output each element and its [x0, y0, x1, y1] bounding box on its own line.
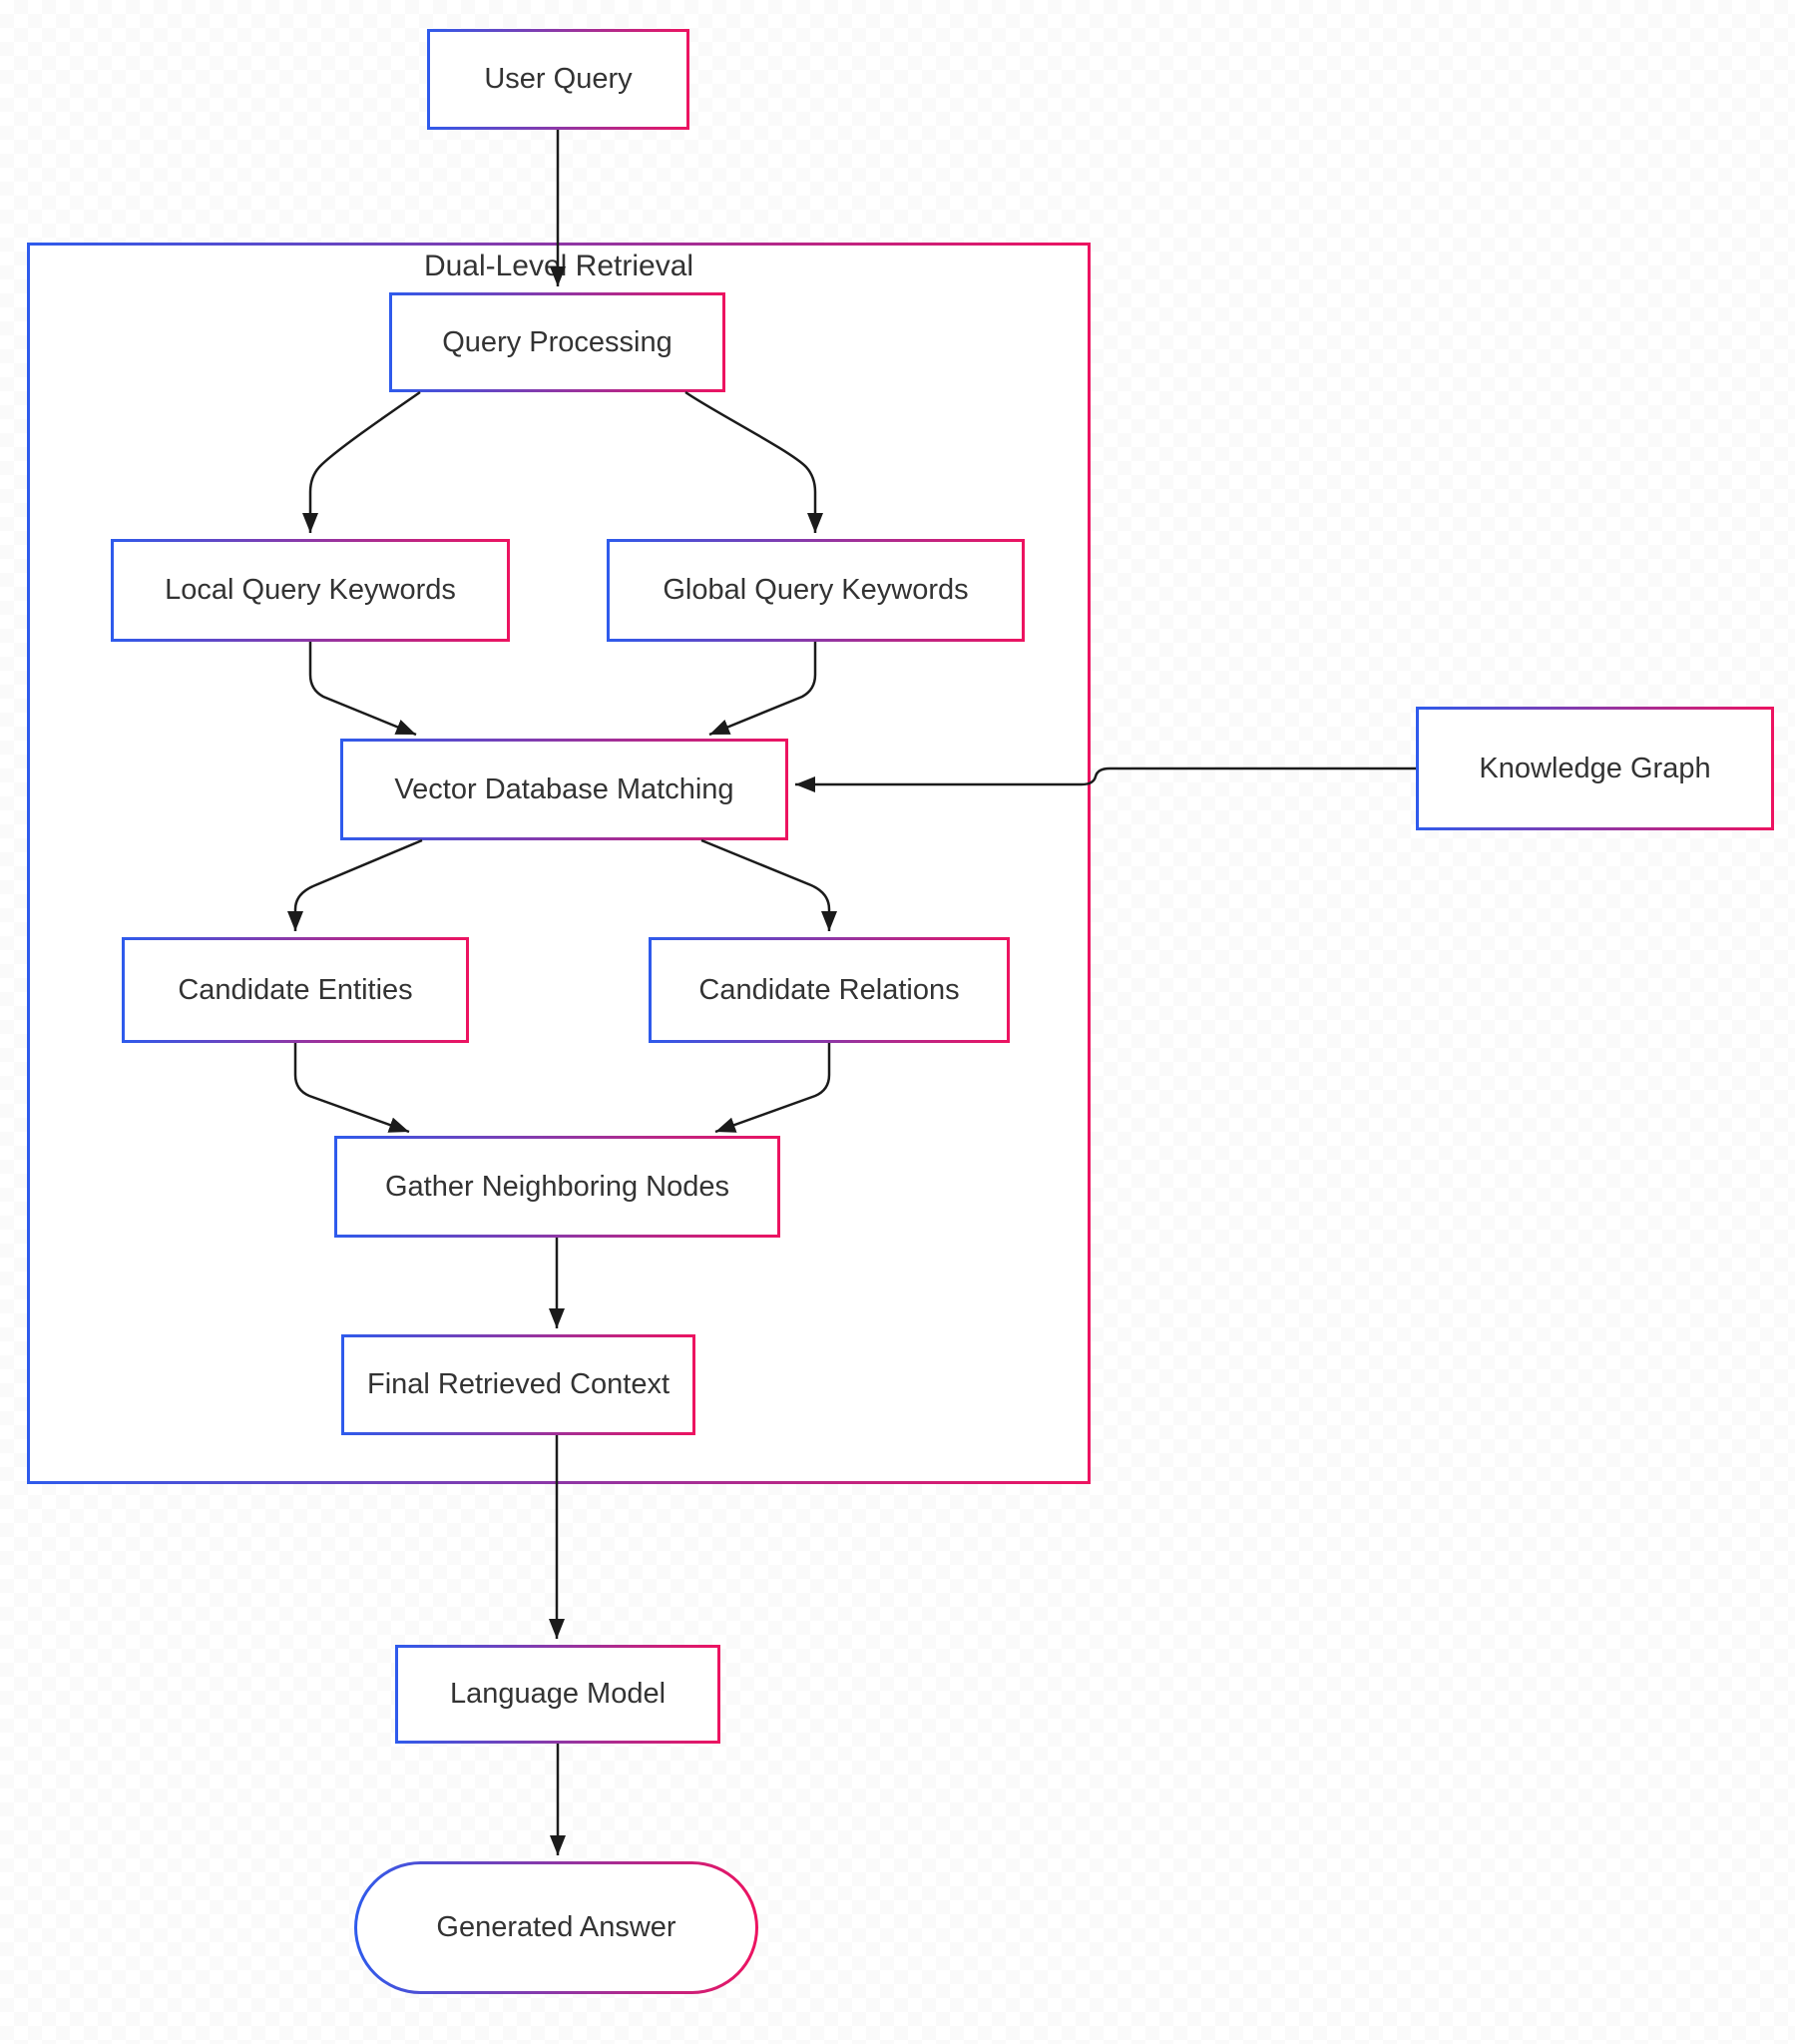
- node-knowledge-graph: Knowledge Graph: [1416, 707, 1774, 830]
- dual-level-retrieval-container: Dual-Level Retrieval: [27, 243, 1091, 1484]
- node-global-query-keywords-label: Global Query Keywords: [663, 574, 969, 606]
- node-vector-database-matching: Vector Database Matching: [340, 739, 788, 840]
- node-gather-neighboring-nodes-label: Gather Neighboring Nodes: [385, 1170, 729, 1203]
- node-query-processing-label: Query Processing: [442, 325, 673, 358]
- container-title: Dual-Level Retrieval: [423, 250, 694, 282]
- node-language-model-label: Language Model: [449, 1678, 667, 1710]
- node-generated-answer: Generated Answer: [354, 1861, 758, 1994]
- node-knowledge-graph-label: Knowledge Graph: [1479, 752, 1711, 784]
- node-user-query: User Query: [427, 29, 689, 130]
- node-final-retrieved-context: Final Retrieved Context: [341, 1334, 695, 1435]
- node-local-query-keywords: Local Query Keywords: [111, 539, 510, 642]
- node-vector-database-matching-label: Vector Database Matching: [394, 772, 734, 805]
- node-language-model: Language Model: [395, 1645, 720, 1744]
- node-candidate-entities-label: Candidate Entities: [178, 973, 413, 1006]
- node-query-processing: Query Processing: [389, 292, 725, 392]
- node-user-query-label: User Query: [484, 63, 633, 95]
- node-global-query-keywords: Global Query Keywords: [607, 539, 1025, 642]
- node-candidate-relations: Candidate Relations: [649, 937, 1010, 1043]
- node-candidate-relations-label: Candidate Relations: [698, 973, 960, 1006]
- node-local-query-keywords-label: Local Query Keywords: [165, 574, 456, 606]
- node-gather-neighboring-nodes: Gather Neighboring Nodes: [334, 1136, 780, 1238]
- node-final-retrieved-context-label: Final Retrieved Context: [366, 1368, 671, 1400]
- node-generated-answer-label: Generated Answer: [436, 1911, 676, 1943]
- node-candidate-entities: Candidate Entities: [122, 937, 469, 1043]
